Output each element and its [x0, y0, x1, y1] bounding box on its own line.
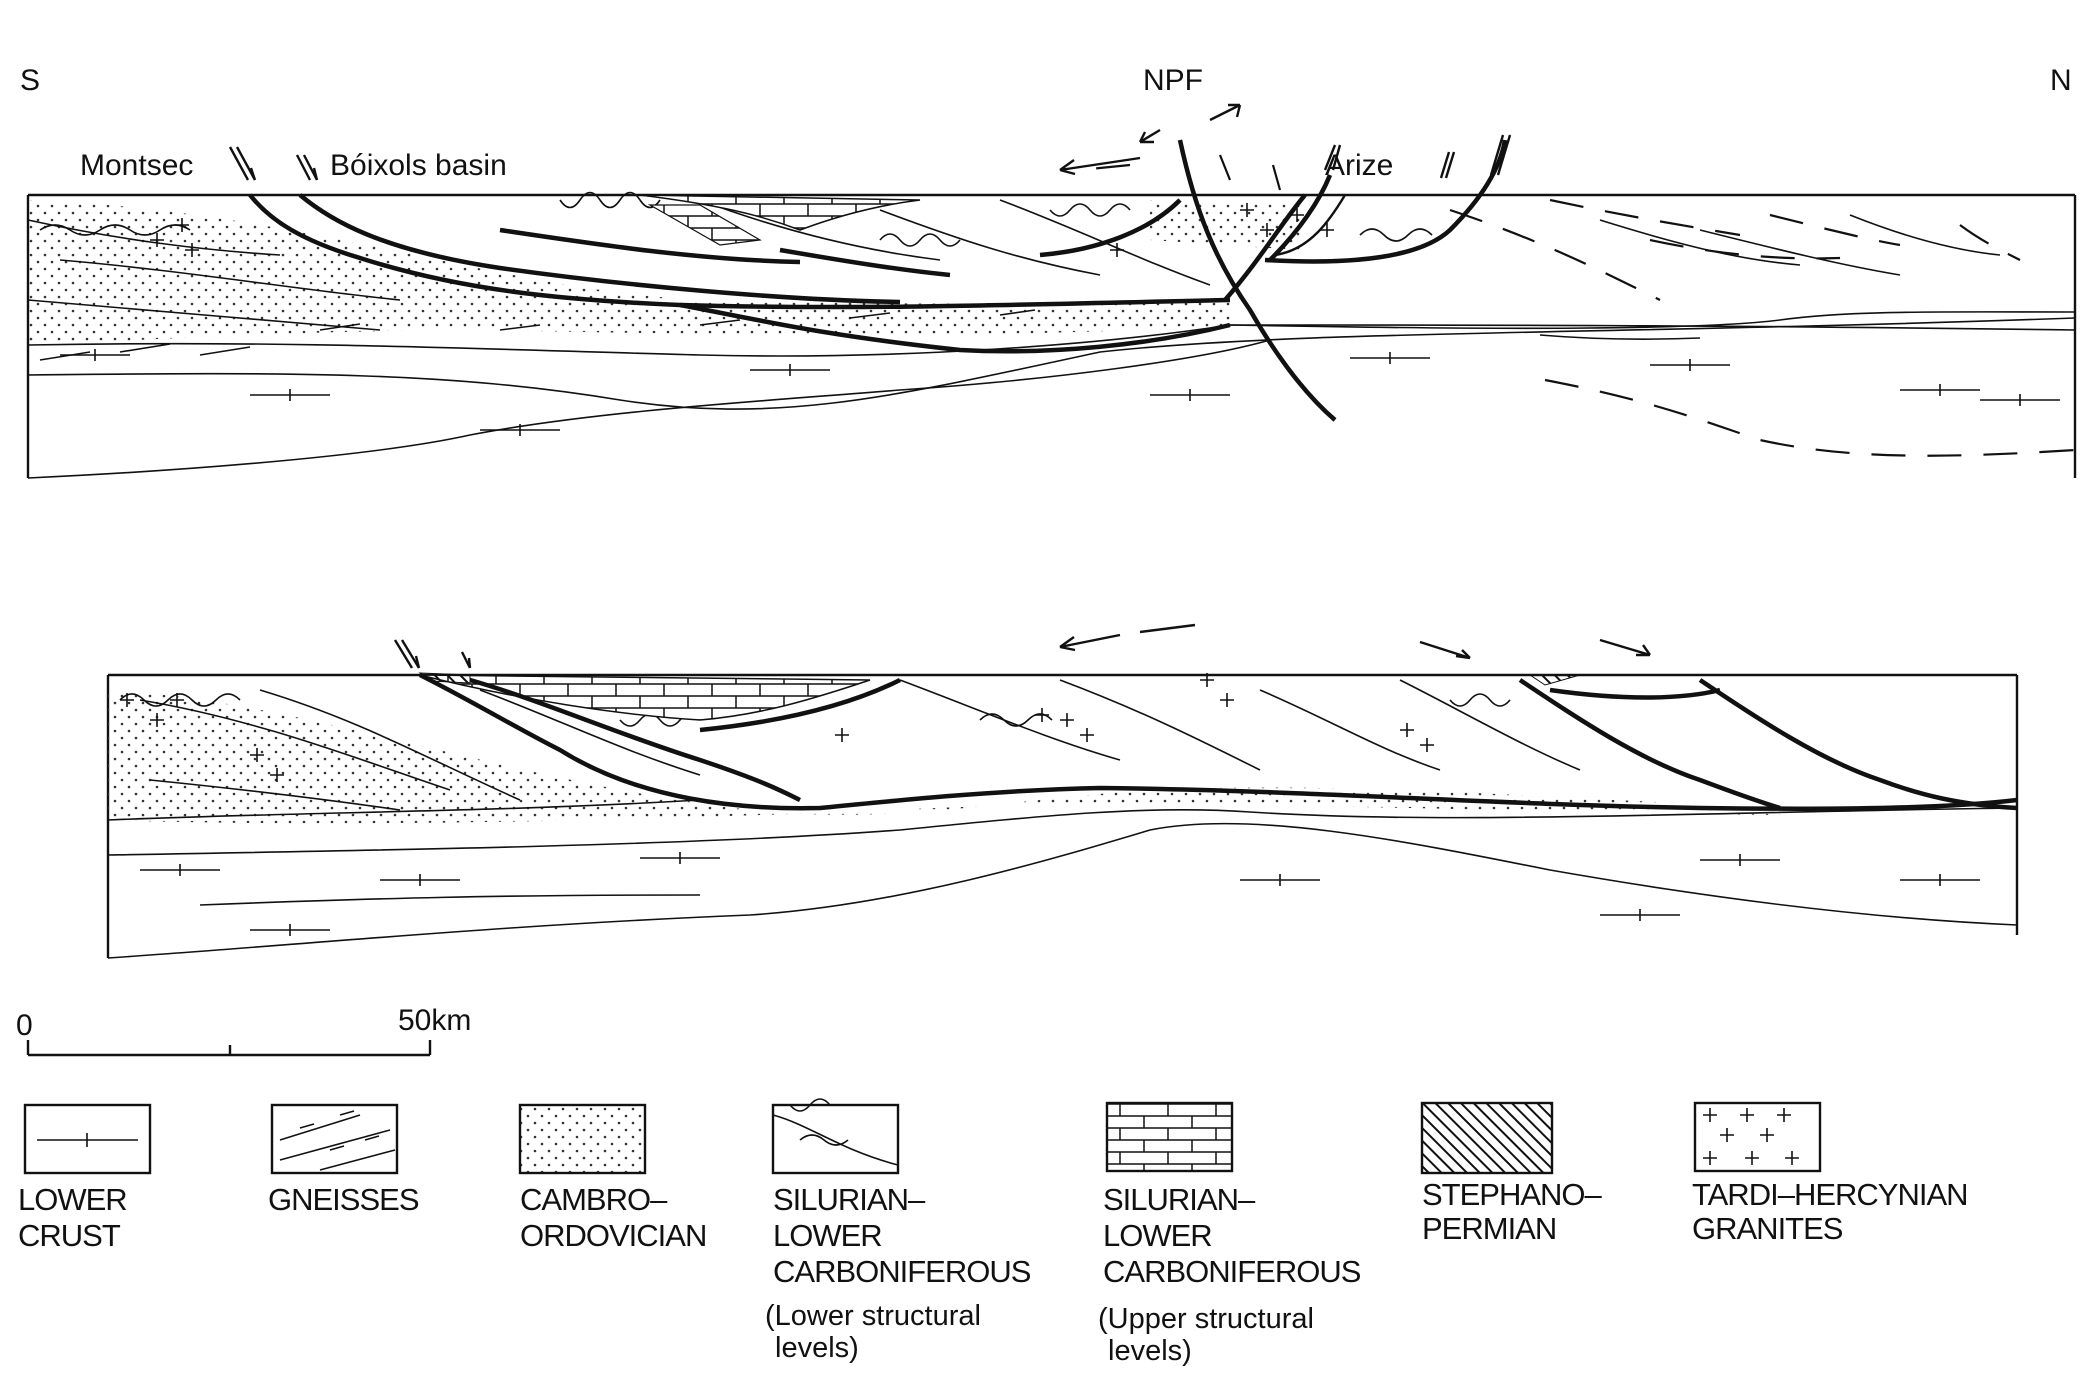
scale-end-label: 50km: [398, 1004, 471, 1037]
legend-label-lower-crust: LOWER CRUST: [18, 1182, 134, 1253]
legend: LOWER CRUST GNEISSES CAMBRO– ORDOVICIAN …: [18, 1099, 1975, 1367]
legend-label-silurian-upper: SILURIAN– LOWER CARBONIFEROUS: [1103, 1182, 1361, 1289]
boixols-basin-label: Bóixols basin: [330, 149, 507, 182]
scale-start-label: 0: [16, 1009, 33, 1042]
montsec-label: Montsec: [80, 149, 193, 182]
south-label: S: [20, 64, 40, 97]
legend-swatch-granites: [1695, 1103, 1820, 1171]
legend-label-gneisses: GNEISSES: [268, 1182, 419, 1217]
legend-label-granites: TARDI–HERCYNIAN GRANITES: [1692, 1177, 1975, 1246]
legend-swatch-gneisses: [272, 1105, 397, 1173]
npf-fault-label: NPF: [1143, 64, 1203, 97]
kinematic-arrows-bottom: [395, 625, 1650, 668]
arize-label: Arize: [1325, 149, 1393, 182]
legend-label-stephano-permian: STEPHANO– PERMIAN: [1422, 1177, 1608, 1246]
legend-swatch-stephano-permian: [1422, 1103, 1552, 1173]
legend-label-silurian-lower: SILURIAN– LOWER CARBONIFEROUS: [773, 1182, 1031, 1289]
legend-note-silurian-lower: (Lower structural levels): [765, 1300, 989, 1364]
north-label: N: [2050, 64, 2072, 97]
legend-swatch-silurian-upper: [1107, 1103, 1232, 1171]
legend-swatch-cambro-ordovician: [520, 1105, 645, 1173]
legend-swatch-silurian-lower: [773, 1099, 898, 1173]
scale-bar: 0 50km: [16, 1004, 471, 1055]
legend-label-cambro-ordovician: CAMBRO– ORDOVICIAN: [520, 1182, 706, 1253]
bottom-cross-section: [108, 625, 2017, 958]
legend-swatch-lower-crust: [25, 1105, 150, 1173]
legend-note-silurian-upper: (Upper structural levels): [1098, 1303, 1322, 1367]
